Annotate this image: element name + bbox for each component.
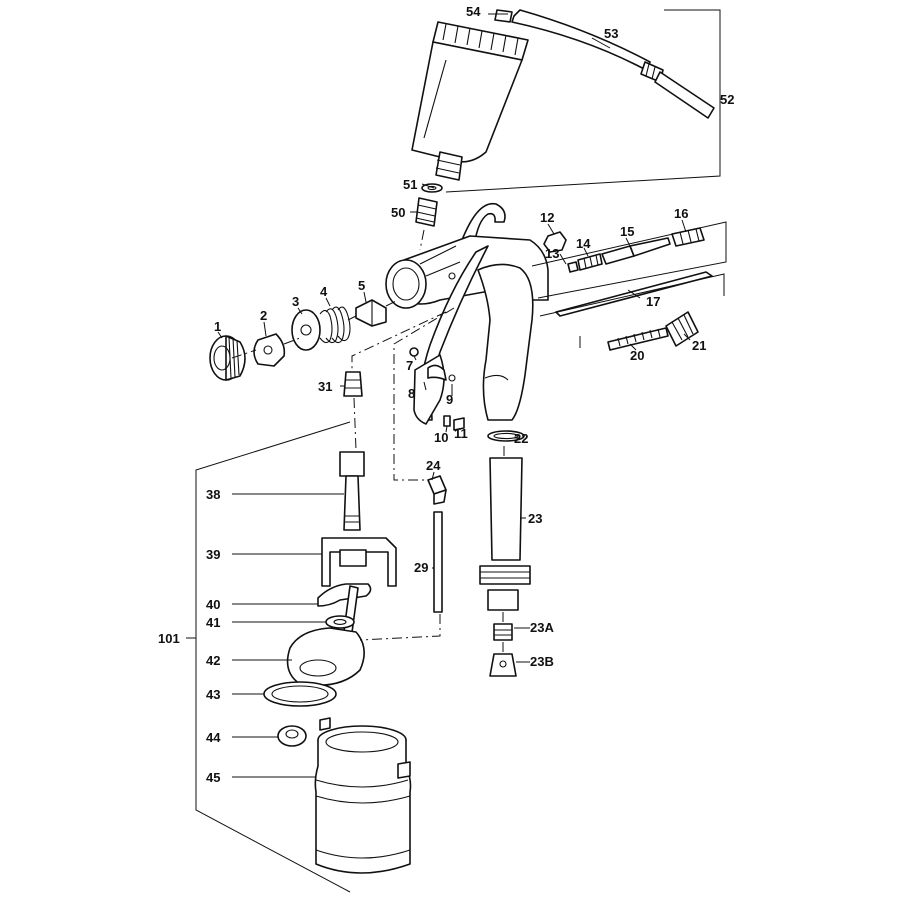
label-4: 4 bbox=[320, 284, 328, 299]
label-8: 8 bbox=[408, 386, 415, 401]
label-16: 16 bbox=[674, 206, 688, 221]
label-15: 15 bbox=[620, 224, 634, 239]
label-38: 38 bbox=[206, 487, 220, 502]
assembly-dash-lines bbox=[231, 229, 505, 654]
label-3: 3 bbox=[292, 294, 299, 309]
label-13: 13 bbox=[545, 246, 559, 261]
label-12: 12 bbox=[540, 210, 554, 225]
label-22: 22 bbox=[514, 431, 528, 446]
callout-labels: 54 53 52 51 50 12 13 14 15 16 17 20 21 1… bbox=[158, 4, 734, 785]
leader-lines bbox=[186, 9, 721, 778]
label-51: 51 bbox=[403, 177, 417, 192]
gun-body bbox=[385, 202, 549, 431]
label-45: 45 bbox=[206, 770, 220, 785]
label-17: 17 bbox=[646, 294, 660, 309]
label-31: 31 bbox=[318, 379, 332, 394]
nozzle-assembly bbox=[209, 299, 387, 381]
label-54: 54 bbox=[466, 4, 481, 19]
label-11: 11 bbox=[454, 426, 468, 441]
label-14: 14 bbox=[576, 236, 591, 251]
valve-parts bbox=[531, 221, 727, 351]
label-2: 2 bbox=[260, 308, 267, 323]
label-5: 5 bbox=[358, 278, 365, 293]
label-40: 40 bbox=[206, 597, 220, 612]
label-21: 21 bbox=[692, 338, 706, 353]
label-50: 50 bbox=[391, 205, 405, 220]
label-53: 53 bbox=[604, 26, 618, 41]
label-20: 20 bbox=[630, 348, 644, 363]
label-23: 23 bbox=[528, 511, 542, 526]
label-44: 44 bbox=[206, 730, 221, 745]
label-9: 9 bbox=[446, 392, 453, 407]
vent-tube-assembly bbox=[494, 9, 715, 119]
label-10: 10 bbox=[434, 430, 448, 445]
pressure-feed-assembly bbox=[195, 371, 412, 893]
label-52: 52 bbox=[720, 92, 734, 107]
label-42: 42 bbox=[206, 653, 220, 668]
label-1: 1 bbox=[214, 319, 221, 334]
label-101: 101 bbox=[158, 631, 180, 646]
label-7: 7 bbox=[406, 358, 413, 373]
label-23a: 23A bbox=[530, 620, 554, 635]
label-41: 41 bbox=[206, 615, 220, 630]
label-39: 39 bbox=[206, 547, 220, 562]
fluid-tube-assembly bbox=[427, 430, 531, 677]
label-23b: 23B bbox=[530, 654, 554, 669]
label-43: 43 bbox=[206, 687, 220, 702]
label-29: 29 bbox=[414, 560, 428, 575]
label-24: 24 bbox=[426, 458, 441, 473]
gravity-cup-assembly bbox=[411, 21, 529, 227]
